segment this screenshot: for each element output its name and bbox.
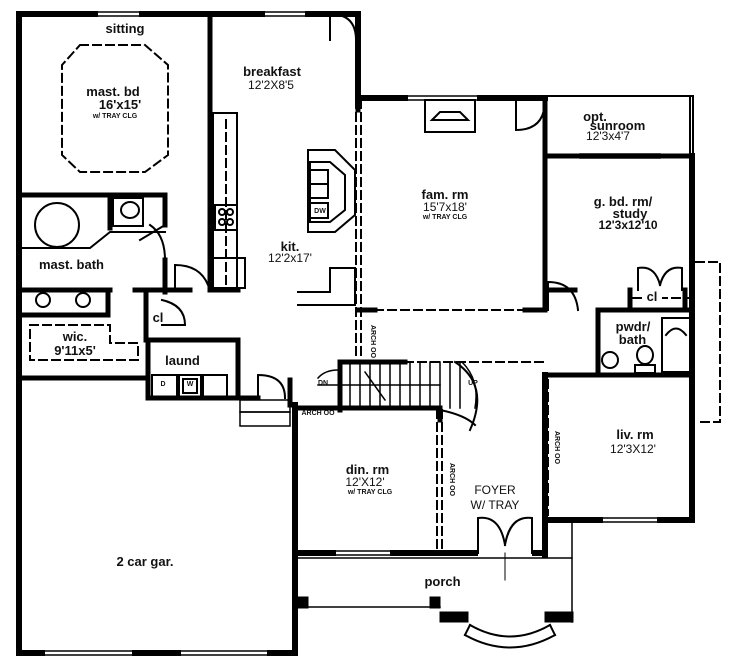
label-garage: 2 car gar. [116,554,174,569]
note-foyer: W/ TRAY [470,498,520,512]
label-family-room: fam. rm [421,187,469,202]
label-kitchen: kit. [280,239,300,254]
dims-dining-room: 12'X12' [345,475,385,489]
label-guest-closet: cl [642,290,662,303]
arch-label-garage: ARCH OO [301,410,335,417]
label-guest-bedroom-line1: g. bd. rm/ [593,194,653,209]
label-powder-bath-line2: bath [618,332,647,347]
staircase [316,360,479,432]
arch-label-fam: ARCH OO [369,325,376,359]
label-dining-room: din. rm [345,462,390,477]
label-powder-bath-line1: pwdr/ [615,319,651,334]
dims-guest-bedroom: 12'3x12'10 [598,218,658,232]
label-master-bath: mast. bath [38,257,104,272]
label-sunroom-line1: opt. [583,109,607,124]
fireplace [424,99,476,133]
dims-sunroom: 12'3x4'7 [586,129,630,143]
dims-walk-in-closet: 9'11x5' [54,343,96,358]
label-guest-bedroom-line2: study [612,206,648,221]
exterior-walls [16,11,695,656]
label-foyer: FOYER [474,483,516,497]
doors [138,12,683,581]
arch-label-dining: ARCH OO [448,463,455,497]
note-family-room: w/ TRAY CLG [422,214,468,221]
sunroom-walls [544,95,694,157]
stair-up-label: UP [468,380,478,387]
dims-family-room: 15'7x18' [423,200,467,214]
bath-fixtures [18,197,691,398]
label-walk-in-closet: wic. [62,329,88,344]
arch-label-living: ARCH OO [553,431,560,465]
stair-down-label: DN [317,380,329,387]
dims-master-bedroom: 16'x15' [98,97,142,112]
label-living-room: liv. rm [616,427,654,442]
washer-label: W [186,381,194,388]
label-sitting: sitting [105,21,145,36]
label-laundry: laund [165,353,200,368]
porch-structure [294,519,574,649]
dishwasher-label: DW [314,208,326,215]
interior-walls [16,11,695,423]
label-master-bedroom: mast. bd [86,84,140,99]
dims-kitchen: 12'2x17' [268,251,312,265]
label-sunroom-line2: sunroom [589,118,646,133]
label-breakfast: breakfast [243,64,301,79]
dryer-label: D [160,381,166,388]
note-master-bedroom: w/ TRAY CLG [92,113,138,120]
label-porch: porch [424,574,461,589]
label-hall-closet: cl [152,310,164,325]
dims-living-room: 12'3X12' [610,442,656,456]
note-dining-room: w/ TRAY CLG [347,489,393,496]
dims-breakfast: 12'2X8'5 [248,78,294,92]
kitchen-fixtures [212,112,356,306]
